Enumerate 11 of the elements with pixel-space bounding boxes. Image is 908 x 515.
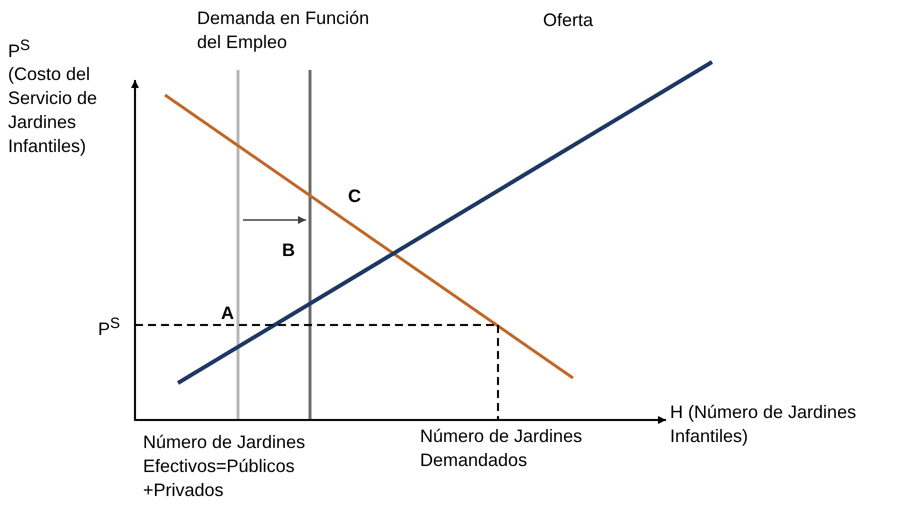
curve-label: Oferta bbox=[543, 9, 594, 32]
axis-title: (Costo del Servicio de Jardines Infantiles) bbox=[8, 63, 98, 158]
tick-label: P$^{S}$ bbox=[98, 314, 122, 341]
point-label: C bbox=[348, 185, 362, 208]
curve-label: Demanda en Función del Empleo bbox=[197, 7, 370, 54]
axis-title: P$^{S}$ bbox=[8, 36, 32, 63]
axis-label: Número de Jardines Demandados bbox=[420, 425, 584, 472]
axis-label: Número de Jardines Efectivos=Públicos +Privados bbox=[143, 431, 306, 502]
axis-title: H (Número de Jardines Infantiles) bbox=[670, 401, 858, 448]
point-label: B bbox=[282, 239, 296, 262]
point-label: A bbox=[221, 302, 235, 325]
